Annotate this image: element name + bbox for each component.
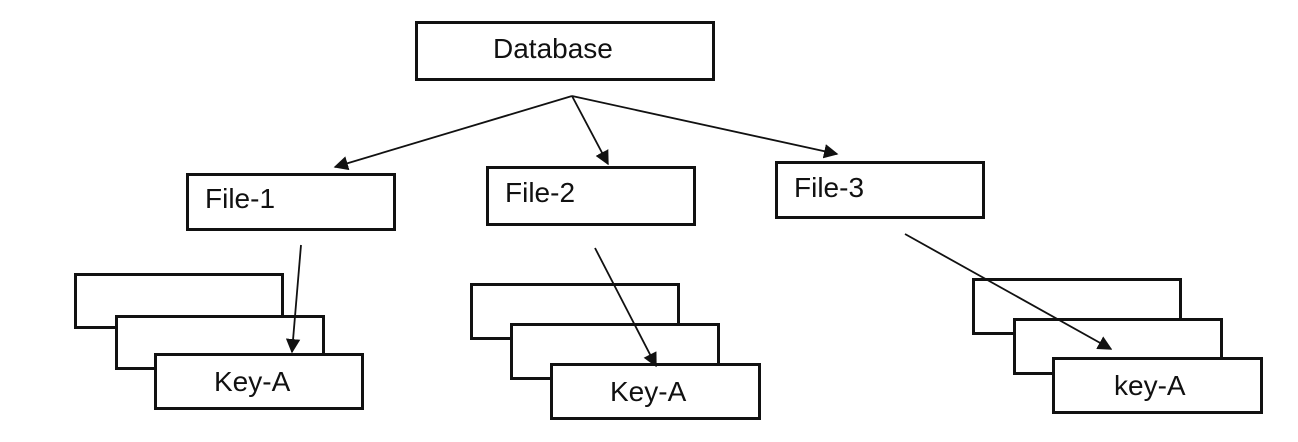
file-1-key-label: Key-A xyxy=(214,366,291,397)
file-2-label: File-2 xyxy=(505,177,576,208)
file-3-key-label: key-A xyxy=(1114,370,1186,401)
file-1-record-front xyxy=(154,353,364,410)
database-box xyxy=(415,21,715,81)
file-3-record-front xyxy=(1052,357,1263,414)
database-label: Database xyxy=(493,33,613,64)
file-3-label: File-3 xyxy=(794,172,865,203)
file-3-box xyxy=(775,161,985,219)
arrow-database-to-file-2 xyxy=(571,95,609,166)
file-1-label: File-1 xyxy=(205,183,276,214)
file-1-box xyxy=(186,173,396,231)
arrow-database-to-file-3 xyxy=(571,95,839,159)
file-2-box xyxy=(486,166,696,226)
file-2-key-label: Key-A xyxy=(610,376,687,407)
arrow-database-to-file-1 xyxy=(333,95,573,171)
